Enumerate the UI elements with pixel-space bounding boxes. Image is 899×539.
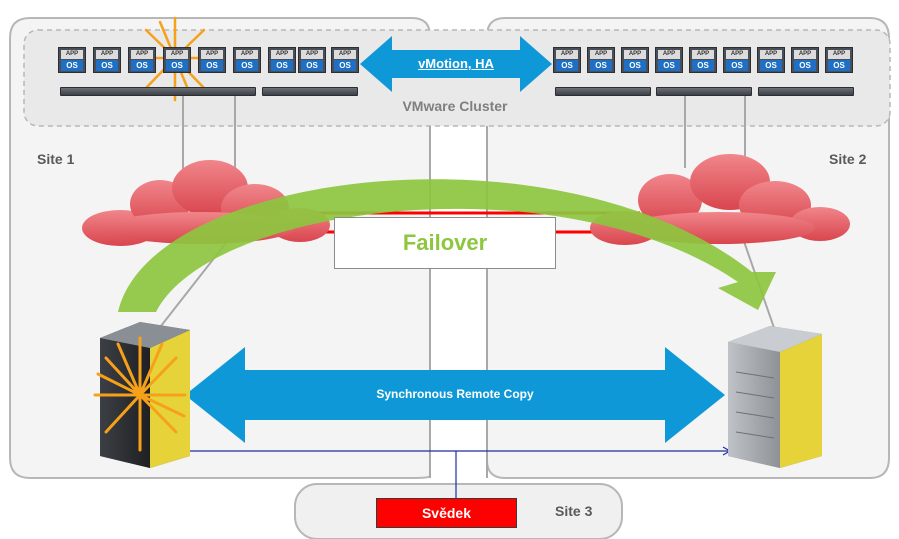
app-label: APP [760,50,782,59]
app-label: APP [301,50,323,59]
replication-arrow [185,347,725,443]
site1-label: Site 1 [37,151,75,167]
failover-box: Failover [334,217,556,269]
os-label: OS [271,60,293,71]
os-label: OS [590,60,612,71]
host-server [262,87,358,96]
os-label: OS [201,60,223,71]
app-label: APP [726,50,748,59]
storage-array-site1 [100,322,190,468]
os-label: OS [760,60,782,71]
os-label: OS [131,60,153,71]
app-label: APP [334,50,356,59]
storage-array-site2 [728,326,822,468]
witness-label: Svědek [421,505,472,521]
os-label: OS [692,60,714,71]
os-label: OS [624,60,646,71]
app-label: APP [624,50,646,59]
host-server [555,87,651,96]
host-server [656,87,752,96]
replication-label: Synchronous Remote Copy [376,387,534,401]
failure-burst-storage [93,336,187,452]
os-label: OS [236,60,258,71]
host-server [758,87,854,96]
site3-label: Site 3 [555,503,593,519]
os-label: OS [61,60,83,71]
app-label: APP [131,50,153,59]
os-label: OS [828,60,850,71]
os-label: OS [96,60,118,71]
failover-label: Failover [402,230,488,255]
os-label: OS [301,60,323,71]
vmotion-label: vMotion, HA [418,56,494,71]
os-label: OS [166,60,188,71]
app-label: APP [236,50,258,59]
app-label: APP [96,50,118,59]
os-label: OS [794,60,816,71]
app-label: APP [556,50,578,59]
app-label: APP [658,50,680,59]
witness-box: Svědek [376,498,517,528]
host-server [60,87,256,96]
app-label: APP [201,50,223,59]
app-label: APP [61,50,83,59]
app-label: APP [271,50,293,59]
app-label: APP [590,50,612,59]
os-label: OS [726,60,748,71]
vmotion-arrow [360,36,552,92]
site2-label: Site 2 [829,151,867,167]
app-label: APP [794,50,816,59]
failover-arrow [118,179,776,312]
vmware-cluster-label: VMware Cluster [402,98,508,114]
os-label: OS [556,60,578,71]
app-label: APP [692,50,714,59]
os-label: OS [658,60,680,71]
os-label: OS [334,60,356,71]
app-label: APP [166,50,188,59]
app-label: APP [828,50,850,59]
